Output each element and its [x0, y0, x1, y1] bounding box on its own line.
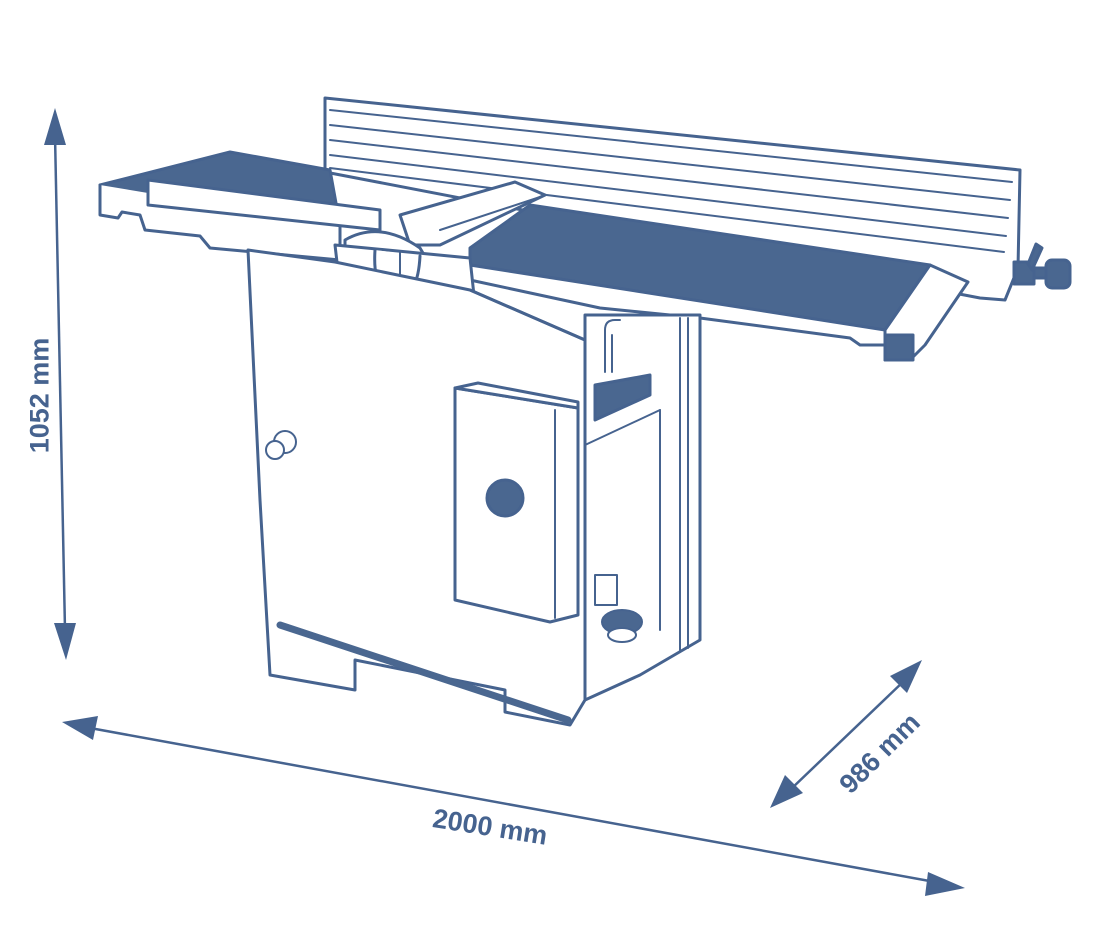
adjustment-wheel-icon [594, 574, 643, 643]
depth-dimension-line [770, 660, 922, 808]
width-dimension-line [62, 716, 965, 896]
fence-clamp-knob-icon [1012, 242, 1072, 290]
base-stripe [276, 621, 572, 724]
door-knob-icon [265, 430, 297, 460]
fence [323, 96, 1022, 302]
control-box [453, 381, 580, 624]
table-extension [883, 263, 970, 362]
start-stop-button-icon [485, 478, 525, 518]
height-dimension-line [44, 108, 76, 660]
height-dimension-label: 1052 mm [24, 337, 55, 454]
infeed-table [98, 150, 382, 262]
